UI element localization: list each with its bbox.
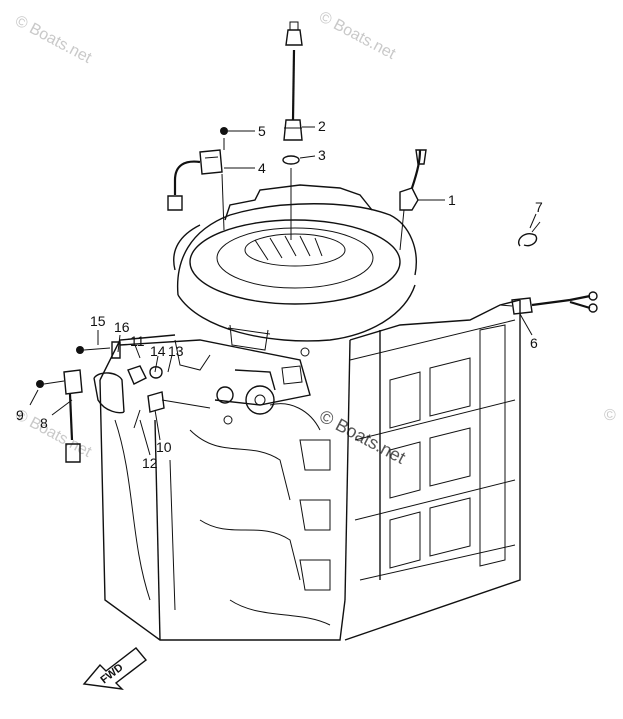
sensor-part-1	[399, 149, 427, 251]
callout-4: 4	[258, 160, 266, 176]
bracket-assembly	[119, 339, 311, 425]
callout-9: 9	[16, 407, 24, 423]
callout-1: 1	[448, 192, 456, 208]
callout-5: 5	[258, 123, 266, 139]
callout-12: 12	[142, 455, 158, 471]
callout-10: 10	[156, 439, 172, 455]
watermark-right-mid: ©	[604, 407, 616, 424]
watermark-top-right: © Boats.net	[316, 9, 398, 64]
callout-8: 8	[40, 415, 48, 431]
callout-numbers: 1 2 3 4 5 6 7 8 9 10 11 12 13 14 15 16	[16, 118, 543, 471]
sender-part-6	[499, 291, 598, 315]
fwd-label: FWD	[98, 661, 125, 686]
watermark-top-left: © Boats.net	[12, 13, 94, 68]
watermark-left-mid: © Boats.net	[12, 407, 94, 462]
callout-14: 14	[150, 343, 166, 359]
callout-15: 15	[90, 313, 106, 329]
fwd-arrow: FWD	[82, 647, 148, 690]
callout-3: 3	[318, 147, 326, 163]
sender-switch-part-2	[282, 21, 303, 240]
callout-16: 16	[114, 319, 130, 335]
callout-13: 13	[168, 343, 184, 359]
callout-2: 2	[318, 118, 326, 134]
flywheel-cover	[173, 184, 417, 351]
engine-block	[99, 299, 521, 641]
clip-part-7	[518, 221, 541, 247]
switch-part-4	[167, 127, 228, 231]
leader-lines	[29, 126, 537, 456]
callout-7: 7	[535, 199, 543, 215]
callout-6: 6	[530, 335, 538, 351]
callout-11: 11	[130, 333, 145, 349]
